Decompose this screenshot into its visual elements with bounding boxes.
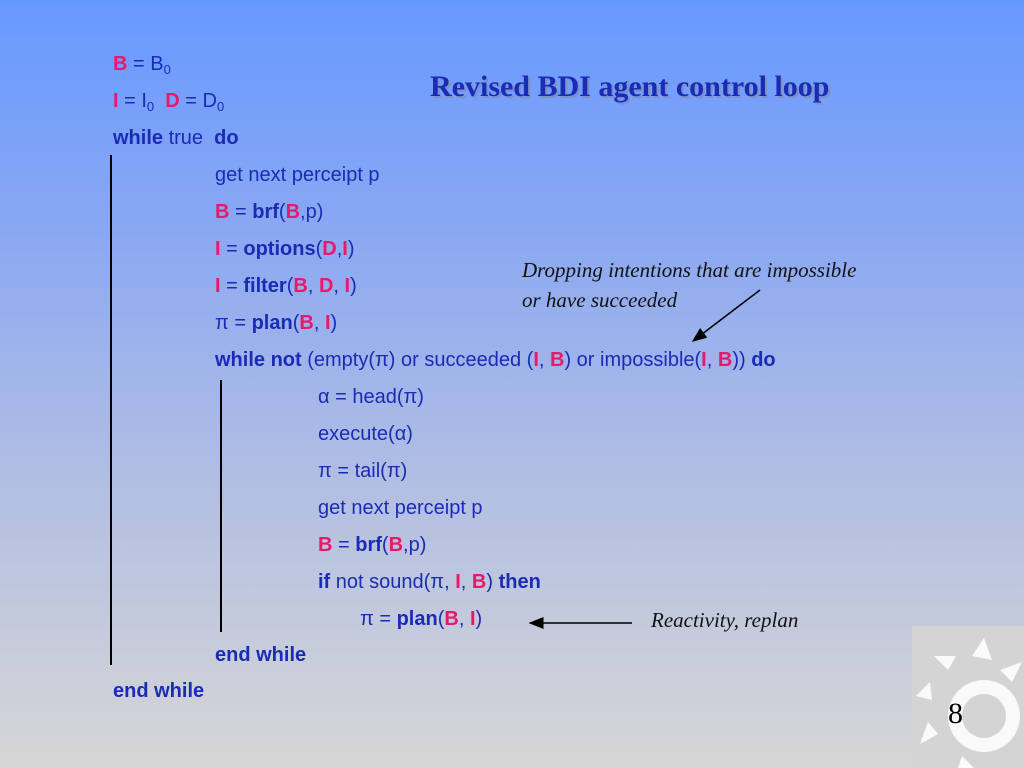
code-line-8: π = plan(B, I) (215, 312, 338, 334)
code-line-16: π = plan(B, I) (360, 608, 483, 630)
code-line-5: B = brf(B,p) (215, 201, 324, 223)
page-number: 8 (948, 697, 963, 730)
code-line-15: if not sound(π, I, B) then (318, 571, 541, 593)
code-line-4: get next perceipt p (215, 164, 380, 186)
code-line-6: I = options(D,I) (215, 238, 355, 260)
code-line-18: end while (113, 680, 205, 702)
code-line-14: B = brf(B,p) (318, 534, 427, 556)
code-line-13: get next perceipt p (318, 497, 483, 519)
slide-title: Revised BDI agent control loop (430, 70, 830, 103)
arrow-to-while-condition (691, 289, 761, 342)
note-reactivity: Reactivity, replan (651, 608, 799, 632)
note-dropping-line-2: or have succeeded (522, 288, 678, 312)
code-line-11: execute(α) (318, 423, 413, 445)
code-line-1: B = B0 (113, 53, 171, 77)
code-line-2: I = I0 D = D0 (113, 90, 225, 114)
note-dropping-line-1: Dropping intentions that are impossible (522, 258, 857, 282)
code-line-12: π = tail(π) (318, 460, 408, 482)
code-line-17: end while (215, 644, 307, 666)
code-line-9: while not (empty(π) or succeeded (I, B) … (215, 349, 776, 371)
sun-logo-icon (912, 626, 1024, 768)
outer-loop-bar (110, 155, 112, 665)
code-line-10: α = head(π) (318, 386, 424, 408)
code-line-3: while true do (113, 127, 239, 149)
code-line-7: I = filter(B, D, I) (215, 275, 357, 297)
inner-loop-bar (220, 380, 222, 632)
